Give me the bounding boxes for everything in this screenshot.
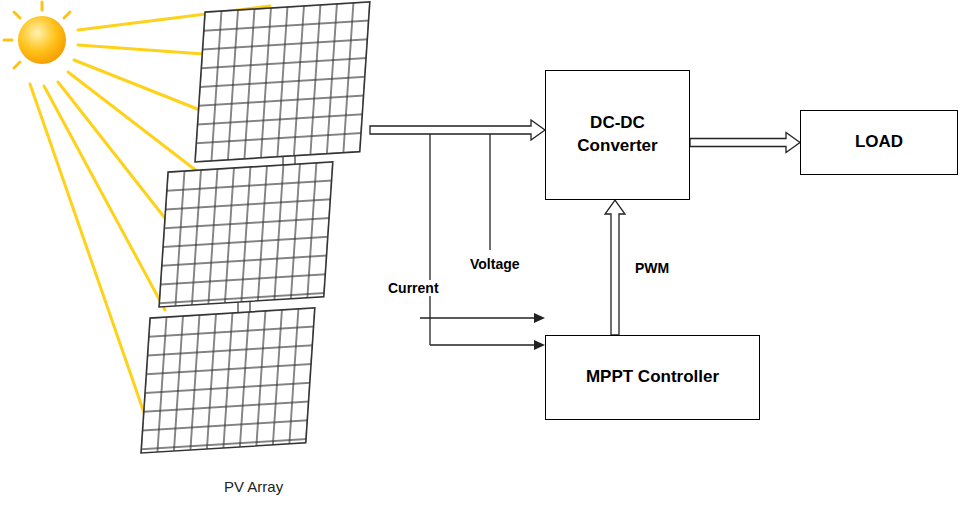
signal-arrow <box>605 200 625 335</box>
load-box: LOAD <box>800 110 958 175</box>
signal-name: Current <box>386 280 441 296</box>
text-stack: MPPT Controller <box>580 366 725 389</box>
signal-arrow <box>690 133 800 153</box>
array-caption: PV Array <box>222 478 285 495</box>
box-label: DC-DC Converter <box>552 112 684 158</box>
pv-panels <box>141 2 370 453</box>
edge-label: PWM <box>633 260 671 276</box>
signal-name: Voltage <box>468 256 522 272</box>
sense-wires <box>420 134 536 345</box>
converter-box: DC-DC Converter <box>545 70 690 200</box>
text-stack: LOAD <box>849 131 909 154</box>
box-label: MPPT Controller <box>580 366 725 389</box>
sun <box>18 16 66 64</box>
pv-output-arrow <box>370 120 545 140</box>
box-label: LOAD <box>849 131 909 154</box>
controller-box: MPPT Controller <box>545 335 760 420</box>
sense-arrowheads <box>534 313 545 350</box>
sun-short-rays <box>4 2 70 68</box>
text-stack: DC-DC Converter <box>552 112 684 158</box>
